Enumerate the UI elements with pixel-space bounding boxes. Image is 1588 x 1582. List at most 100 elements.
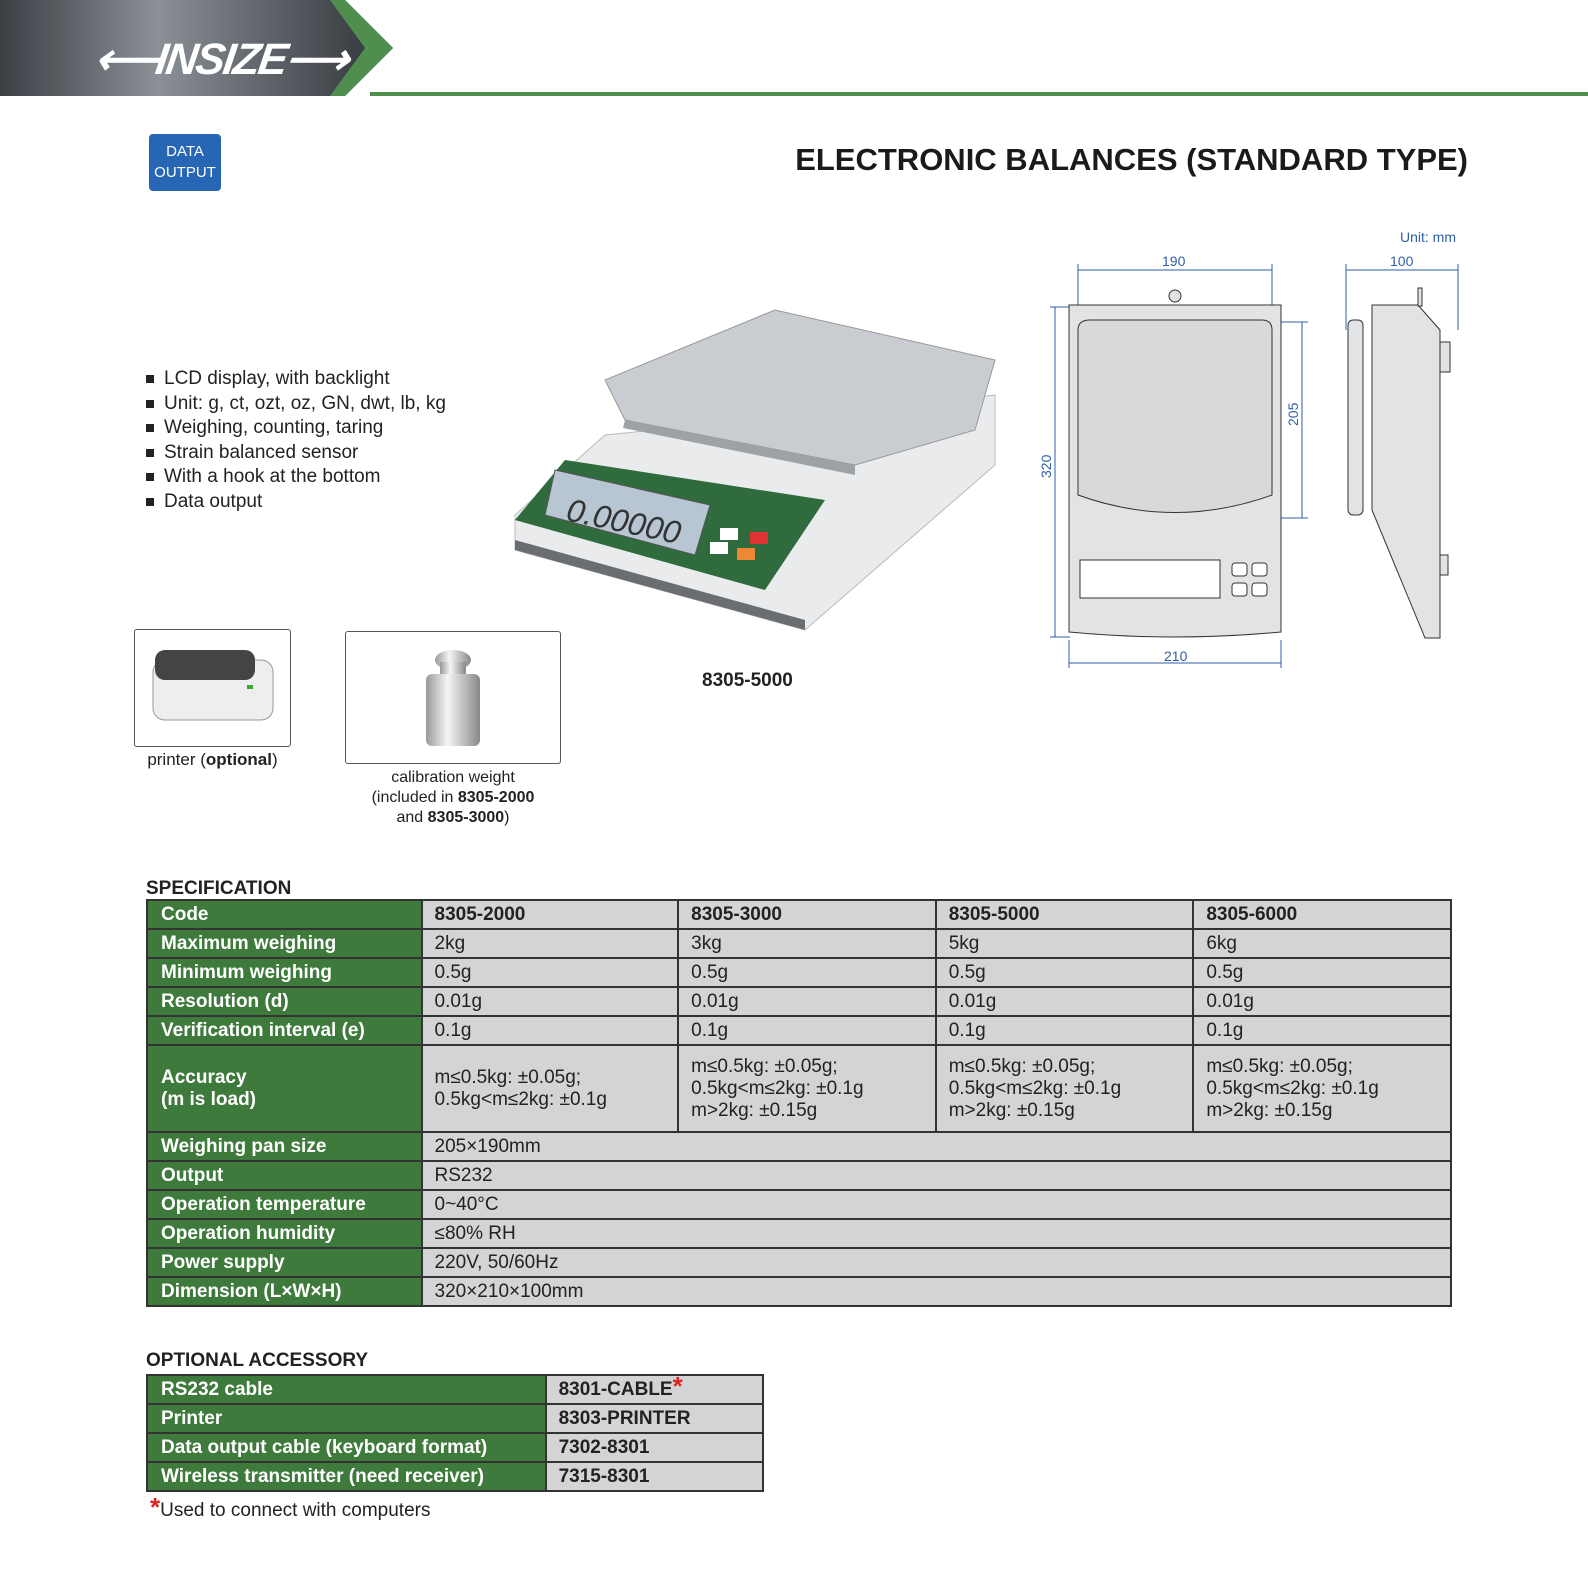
row-label: Data output cable (keyboard format)	[146, 1432, 547, 1463]
weight-caption-line2: (included in 8305-2000	[330, 788, 576, 808]
weight-caption: calibration weight (included in 8305-200…	[330, 768, 576, 828]
row-label: Code	[146, 899, 423, 930]
product-model-caption: 8305-5000	[702, 670, 793, 691]
printer-image	[134, 629, 291, 747]
row-label: RS232 cable	[146, 1374, 547, 1405]
spec-title: SPECIFICATION	[146, 878, 292, 899]
cell: 0.1g	[677, 1015, 937, 1046]
accuracy-line: m≤0.5kg: ±0.05g;	[948, 1055, 1096, 1077]
code-cell: 8305-6000	[1192, 899, 1452, 930]
cell: 0.1g	[420, 1015, 680, 1046]
cell: 0.5g	[677, 957, 937, 988]
dim-bottom-width: 210	[1164, 648, 1188, 664]
row-label: Operation humidity	[146, 1218, 423, 1249]
technical-drawing: 190 100 320 205 210	[1038, 253, 1459, 668]
accuracy-line: m≤0.5kg: ±0.05g;	[434, 1066, 582, 1088]
accuracy-line: 0.5kg<m≤2kg: ±0.1g	[948, 1077, 1122, 1099]
printer-caption-bold: optional	[205, 750, 272, 769]
printer-caption-end: )	[272, 750, 278, 769]
badge-line1: DATA	[166, 143, 204, 160]
weight-caption-line3: and 8305-3000)	[330, 808, 576, 828]
table-row-accuracy: Accuracy(m is load) m≤0.5kg: ±0.05g;0.5k…	[146, 1044, 1452, 1133]
brand-logo: ⟵INSIZE⟶	[91, 35, 351, 84]
cell: 0.1g	[934, 1015, 1195, 1046]
accuracy-label: Accuracy	[161, 1066, 247, 1088]
cell: 0.01g	[420, 986, 680, 1017]
cell: 320×210×100mm	[420, 1276, 1453, 1307]
dim-total-height: 320	[1038, 454, 1054, 478]
cell: 6kg	[1192, 928, 1452, 959]
row-label: Accuracy(m is load)	[146, 1044, 423, 1133]
row-label: Resolution (d)	[146, 986, 423, 1017]
weight-caption-model: 8305-2000	[457, 789, 535, 806]
weight-caption-model: 8305-3000	[427, 809, 505, 826]
cell: m≤0.5kg: ±0.05g;0.5kg<m≤2kg: ±0.1g	[420, 1044, 680, 1133]
cell: 0.5g	[934, 957, 1195, 988]
row-label: Output	[146, 1160, 423, 1191]
weight-caption-text: and	[396, 809, 428, 826]
header-banner	[0, 0, 393, 96]
feature-item: Data output	[146, 490, 446, 515]
cell: 220V, 50/60Hz	[420, 1247, 1453, 1278]
unit-label: Unit: mm	[1400, 229, 1456, 245]
printer-caption: printer (optional)	[134, 750, 291, 770]
code-cell: 8305-2000	[420, 899, 680, 930]
header-rule	[370, 92, 1588, 96]
row-label: Dimension (L×W×H)	[146, 1276, 423, 1307]
printer-caption-text: printer (	[147, 750, 206, 769]
accuracy-line: m>2kg: ±0.15g	[691, 1099, 818, 1121]
weight-caption-line1: calibration weight	[391, 769, 515, 786]
cell: 0.5g	[1192, 957, 1452, 988]
table-row: Dimension (L×W×H)320×210×100mm	[146, 1276, 1453, 1307]
balance-product-image: 0.00000	[514, 309, 996, 631]
data-output-badge: DATA OUTPUT	[149, 134, 221, 191]
row-label: Operation temperature	[146, 1189, 423, 1220]
row-label: Wireless transmitter (need receiver)	[146, 1461, 547, 1492]
table-row: Operation humidity≤80% RH	[146, 1218, 1453, 1249]
dim-pan-height: 205	[1285, 402, 1301, 426]
cell: 3kg	[677, 928, 937, 959]
accuracy-line: 0.5kg<m≤2kg: ±0.1g	[1206, 1077, 1379, 1099]
accessory-code: 7315-8301	[544, 1461, 765, 1492]
row-label: Power supply	[146, 1247, 423, 1278]
accuracy-line: m>2kg: ±0.15g	[948, 1099, 1075, 1121]
badge-line2: OUTPUT	[154, 164, 216, 181]
feature-item: Strain balanced sensor	[146, 441, 446, 466]
calibration-weight-image	[345, 631, 561, 764]
cell: 0.01g	[934, 986, 1195, 1017]
footnote: *Used to connect with computers	[150, 1494, 430, 1522]
accuracy-line: 0.5kg<m≤2kg: ±0.1g	[691, 1077, 864, 1099]
asterisk: *	[672, 1370, 683, 1401]
accessory-code: 8303-PRINTER	[544, 1403, 765, 1434]
brand-name: INSIZE	[152, 35, 290, 84]
optional-title: OPTIONAL ACCESSORY	[146, 1350, 369, 1371]
feature-item: With a hook at the bottom	[146, 465, 446, 490]
code-cell: 8305-5000	[934, 899, 1195, 930]
table-row: Wireless transmitter (need receiver)7315…	[146, 1461, 765, 1492]
cell: RS232	[420, 1160, 1453, 1191]
cell: 0.5g	[420, 957, 680, 988]
accuracy-line: m≤0.5kg: ±0.05g;	[1206, 1055, 1353, 1077]
dim-top-width: 190	[1162, 253, 1186, 269]
cell: 0~40°C	[420, 1189, 1453, 1220]
row-label: Minimum weighing	[146, 957, 423, 988]
code-cell: 8305-3000	[677, 899, 937, 930]
cell: ≤80% RH	[420, 1218, 1453, 1249]
cell: 2kg	[420, 928, 680, 959]
cell: 205×190mm	[420, 1131, 1453, 1162]
row-label: Maximum weighing	[146, 928, 423, 959]
